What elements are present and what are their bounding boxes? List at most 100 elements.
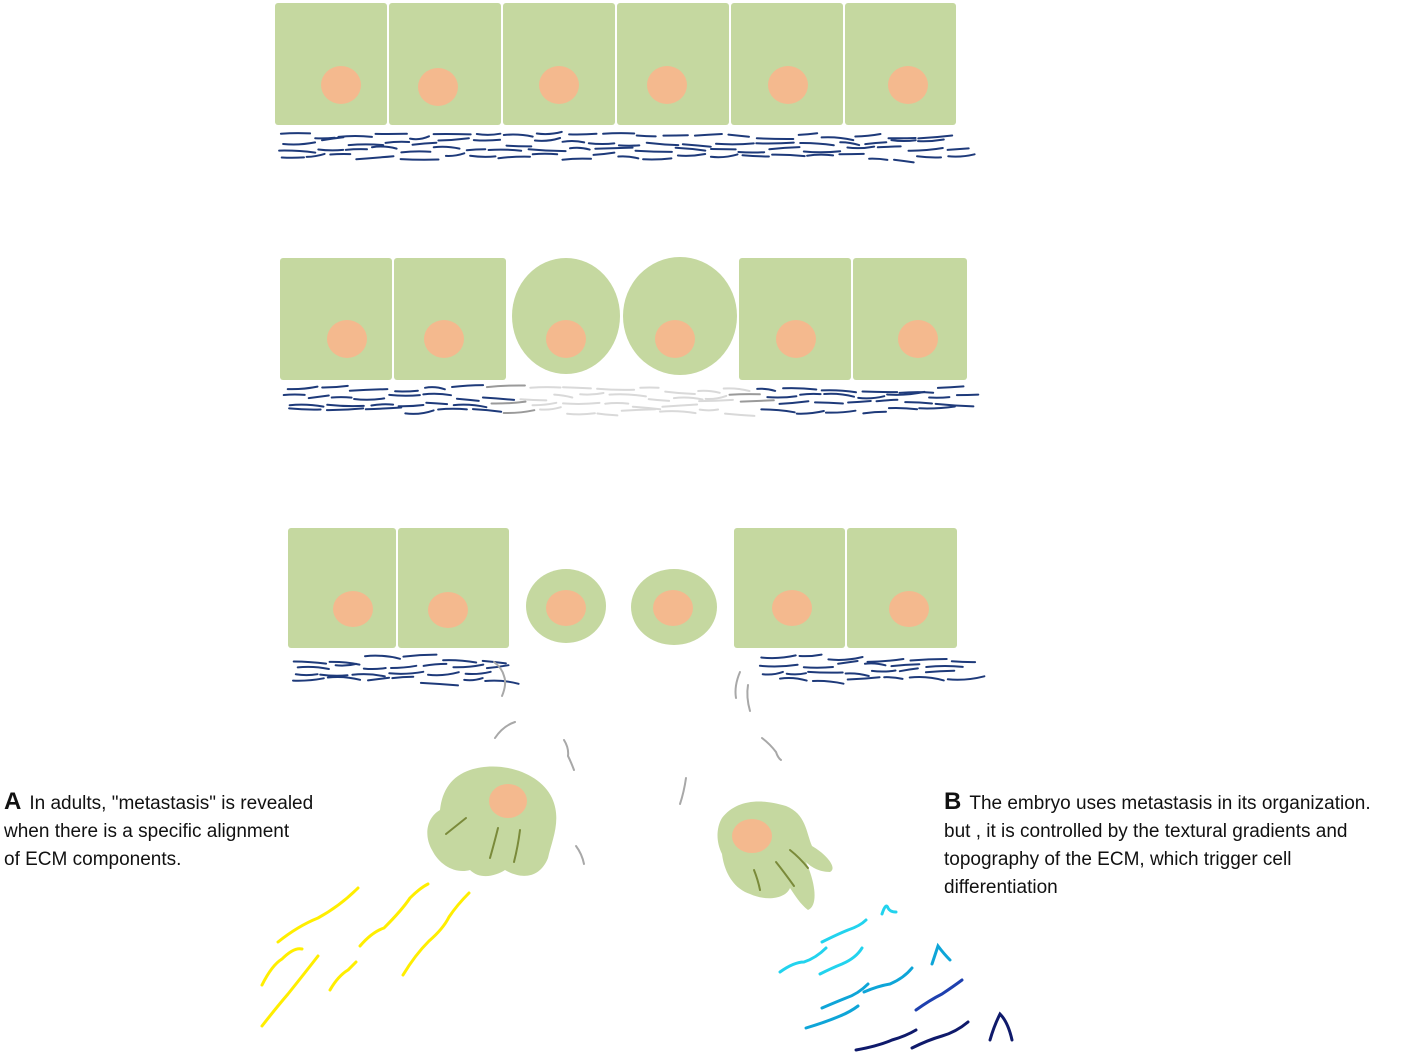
aligned-ecm-fiber	[401, 891, 471, 977]
ecm-fiber	[659, 410, 697, 415]
epithelial-cell	[739, 258, 851, 380]
cell-nucleus	[424, 320, 464, 358]
graded-ecm-fiber	[880, 904, 898, 916]
ecm-fiber	[319, 673, 349, 677]
ecm-fiber	[326, 675, 362, 681]
ecm-fiber	[347, 143, 385, 147]
ecm-fiber	[326, 403, 365, 408]
graded-ecm-fiber	[862, 966, 914, 994]
ecm-fiber	[898, 667, 919, 673]
caption-text: The embryo uses metastasis in its organi…	[969, 793, 1371, 814]
cell-nucleus	[428, 592, 468, 628]
ecm-fiber	[481, 396, 516, 401]
ecm-fiber	[425, 401, 449, 406]
ecm-fiber	[799, 141, 835, 147]
epithelial-cell	[847, 528, 957, 648]
ecm-fiber	[802, 150, 842, 154]
ecm-fiber	[296, 665, 330, 670]
caption-line: when there is a specific alignment	[4, 821, 290, 842]
ecm-fiber	[715, 142, 755, 146]
ecm-fiber	[475, 132, 502, 136]
ecm-fiber	[661, 403, 699, 408]
ecm-fiber	[907, 147, 944, 152]
ecm-fiber	[344, 148, 368, 151]
graded-ecm-fiber	[910, 1020, 970, 1050]
ecm-fiber	[367, 676, 391, 682]
epithelial-cell	[394, 258, 506, 380]
ecm-fiber	[391, 675, 415, 680]
ecm-fiber	[471, 408, 503, 413]
migrating-cell-embryo	[717, 801, 833, 910]
ecm-fiber	[709, 153, 739, 159]
ecm-fiber	[451, 384, 485, 388]
epithelial-cell	[503, 3, 615, 125]
ecm-fiber	[760, 408, 796, 414]
ecm-fiber	[455, 397, 480, 402]
caption-line: differentiation	[944, 877, 1058, 898]
cell-nucleus	[889, 591, 929, 627]
ecm-fiber	[402, 653, 438, 658]
aligned-ecm-fiber	[276, 886, 360, 944]
epithelial-cell	[275, 3, 387, 125]
epithelial-cell	[845, 3, 956, 125]
epithelial-cell	[731, 3, 843, 125]
caption-line: topography of the ECM, which trigger cel…	[944, 849, 1292, 870]
ecm-fiber	[561, 157, 592, 161]
ecm-fiber	[321, 136, 345, 142]
ecm-fiber	[883, 676, 904, 680]
ecm-fiber	[364, 654, 401, 660]
cell-nucleus	[546, 590, 586, 626]
ecm-fiber	[771, 153, 806, 158]
ecm-fiber	[868, 157, 889, 161]
ecm-fiber	[288, 407, 322, 411]
ecm-fiber	[802, 666, 834, 669]
ecm-fiber	[469, 154, 497, 158]
graded-ecm-fiber	[804, 1004, 860, 1030]
ecm-fiber	[519, 398, 548, 402]
ecm-fiber	[444, 152, 466, 157]
epithelial-cell	[617, 3, 729, 125]
ecm-fiber-layer	[292, 653, 986, 687]
ecm-fiber	[917, 134, 954, 140]
rounded-cell	[512, 258, 620, 374]
ecm-fiber-layer	[278, 130, 976, 164]
graded-ecm-fibers	[778, 904, 1014, 1052]
cell-nucleus	[327, 320, 367, 358]
stage-1-intact-epithelium	[275, 3, 976, 164]
ecm-fiber	[728, 393, 761, 396]
cell-nucleus	[898, 320, 938, 358]
ecm-fiber	[399, 158, 440, 161]
ecm-fiber	[886, 390, 926, 396]
ecm-fiber	[925, 664, 964, 668]
ecm-fiber	[400, 150, 432, 154]
caption-line: of ECM components.	[4, 849, 182, 870]
ecm-fiber	[487, 148, 523, 152]
ecm-fiber	[946, 147, 970, 151]
ecm-fiber	[698, 398, 734, 403]
ecm-fiber	[866, 658, 905, 663]
ecm-fiber	[947, 153, 976, 158]
ecm-fiber	[863, 662, 887, 667]
ecm-fiber	[594, 146, 634, 150]
ecm-fiber	[411, 141, 438, 146]
ecm-fiber	[535, 130, 563, 136]
ecm-fiber	[539, 406, 562, 411]
ecm-fiber	[388, 393, 421, 397]
ecm-fiber	[918, 405, 956, 410]
ecm-fiber	[768, 146, 801, 151]
ecm-fiber	[384, 140, 411, 144]
ecm-fiber	[875, 398, 899, 403]
ecm-fiber	[739, 399, 775, 403]
ecm-fiber	[370, 403, 395, 407]
ecm-fiber	[674, 146, 707, 152]
ecm-fiber	[778, 400, 810, 405]
cell-nucleus	[647, 66, 687, 104]
cell-nucleus	[418, 68, 458, 106]
ecm-fiber	[390, 664, 418, 669]
panel-label-a: A	[4, 788, 22, 815]
ecm-fiber	[292, 677, 325, 682]
ecm-fiber	[282, 141, 317, 146]
cell-nucleus	[655, 320, 695, 358]
ecm-fiber	[362, 667, 387, 671]
